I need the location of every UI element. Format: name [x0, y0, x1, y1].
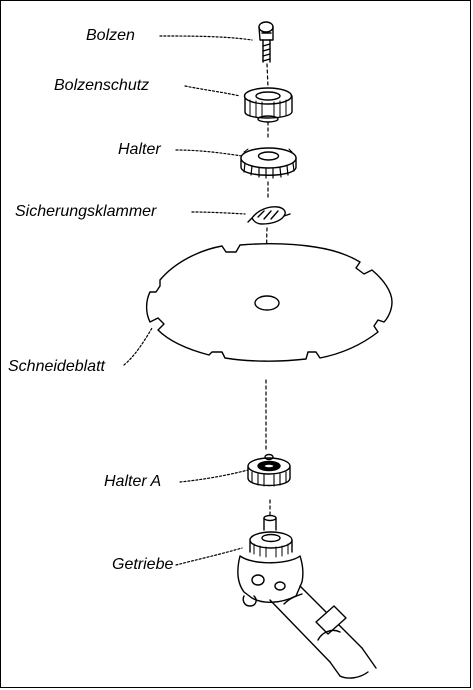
label-sicherungsklammer: Sicherungsklammer — [15, 203, 157, 220]
label-schneideblatt: Schneideblatt — [8, 358, 105, 375]
leader-lines — [123, 35, 253, 566]
getriebe-part — [237, 514, 377, 679]
schneideblatt-part — [145, 242, 393, 362]
label-bolzen: Bolzen — [86, 27, 135, 44]
sicherungsklammer-part — [247, 206, 291, 225]
halter-a-part — [247, 453, 291, 487]
halter-part — [240, 147, 297, 179]
bolzenschutz-part — [243, 87, 293, 123]
label-halter-a: Halter A — [104, 473, 162, 490]
bolzen-part — [258, 21, 274, 63]
label-getriebe: Getriebe — [112, 556, 174, 573]
label-bolzenschutz: Bolzenschutz — [54, 77, 150, 94]
label-halter: Halter — [118, 141, 161, 158]
